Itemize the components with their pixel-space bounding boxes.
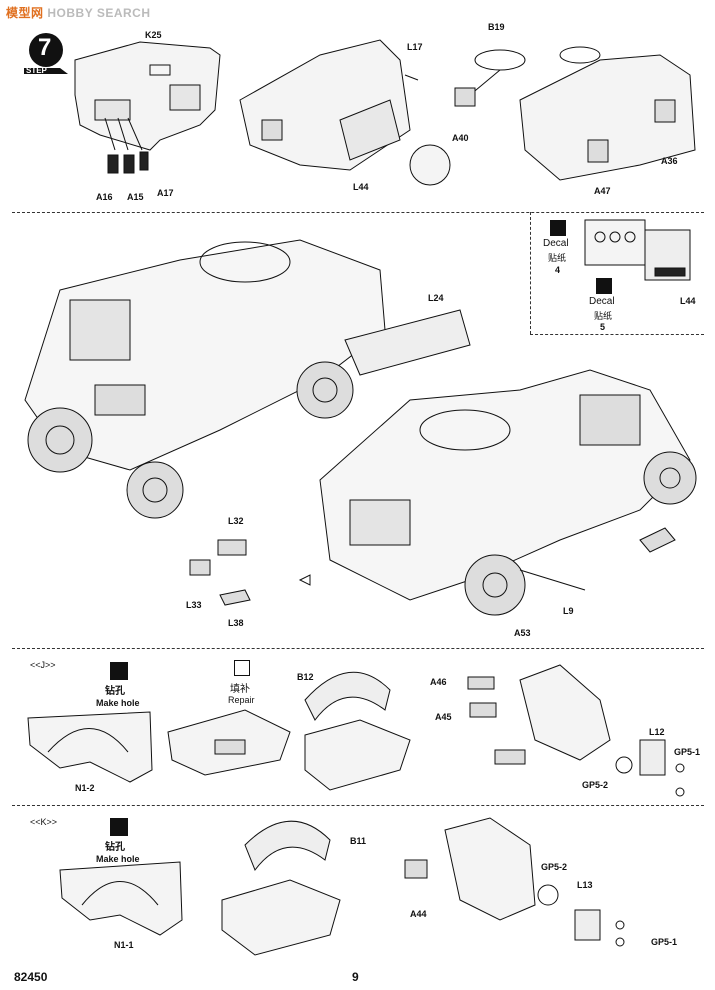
label-a53: A53	[514, 628, 531, 638]
detail-j	[27, 664, 685, 797]
label-l24: L24	[428, 293, 444, 303]
repair-en: Repair	[228, 695, 255, 705]
part-dashboard	[239, 39, 451, 186]
detail-box-left	[530, 212, 531, 334]
k-hole-en: Make hole	[96, 854, 140, 864]
label-a44: A44	[410, 909, 427, 919]
label-a15: A15	[127, 192, 144, 202]
detail-k	[59, 817, 625, 956]
divider-1	[12, 212, 704, 213]
part-dash-assembled	[519, 46, 696, 181]
label-b19: B19	[488, 22, 505, 32]
label-l9: L9	[563, 606, 574, 616]
watermark: 模型网 HOBBY SEARCH	[6, 6, 151, 20]
label-b12: B12	[297, 672, 314, 682]
label-l44-detail: L44	[680, 296, 696, 306]
label-n1-1: N1-1	[114, 940, 134, 950]
label-l12: L12	[649, 727, 665, 737]
drill-icon-k	[110, 818, 128, 836]
decal-4-cn: 贴纸	[548, 254, 567, 264]
label-gp5-1-k: GP5-1	[651, 937, 678, 947]
label-a36: A36	[661, 156, 678, 166]
decal-detail	[584, 219, 691, 281]
decal-5-num: 5	[600, 322, 606, 332]
label-a16: A16	[96, 192, 113, 202]
label-l13: L13	[577, 880, 593, 890]
part-k25	[74, 41, 221, 151]
label-a47: A47	[594, 186, 611, 196]
j-hole-en: Make hole	[96, 698, 140, 708]
divider-3	[12, 805, 704, 806]
label-gp5-2-k: GP5-2	[541, 862, 568, 872]
label-k25: K25	[145, 30, 162, 40]
detail-box-bottom	[530, 334, 704, 335]
decal-5-icon	[596, 278, 612, 294]
page-number: 9	[352, 970, 359, 984]
label-l33: L33	[186, 600, 202, 610]
label-n1-2: N1-2	[75, 783, 95, 793]
label-l38: L38	[228, 618, 244, 628]
step-word: STEP	[26, 66, 47, 75]
repair-cn: 填补	[230, 684, 250, 695]
label-b11: B11	[350, 836, 367, 846]
decal-4-num: 4	[555, 265, 561, 275]
subsection-k-tag: <<K>>	[30, 817, 58, 827]
decal-4-icon	[550, 220, 566, 236]
vehicle-left	[24, 239, 471, 519]
k-hole-cn: 钻孔	[105, 842, 125, 853]
label-a40: A40	[452, 133, 469, 143]
subsection-j-tag: <<J>>	[30, 660, 56, 670]
label-a45: A45	[435, 712, 452, 722]
drill-icon-j	[110, 662, 128, 680]
label-gp5-2-j: GP5-2	[582, 780, 609, 790]
decal-5-cn: 贴纸	[594, 312, 613, 322]
part-steering	[454, 49, 526, 107]
label-a17: A17	[157, 188, 174, 198]
label-l32: L32	[228, 516, 244, 526]
step-badge: 7 STEP	[20, 30, 72, 78]
label-l17: L17	[407, 42, 423, 52]
decal-4-word: Decal	[543, 238, 569, 249]
label-a46: A46	[430, 677, 447, 687]
j-hole-cn: 钻孔	[105, 686, 125, 697]
part-pedals	[107, 151, 149, 174]
step-icon	[24, 33, 68, 74]
product-code: 82450	[14, 970, 48, 984]
decal-5-word: Decal	[589, 296, 615, 307]
label-gp5-1-j: GP5-1	[674, 747, 701, 757]
step-number: 7	[38, 34, 52, 61]
label-l44-top: L44	[353, 182, 369, 192]
vehicle-right	[319, 369, 697, 616]
repair-icon	[234, 660, 250, 676]
part-l32-group	[189, 539, 311, 606]
divider-2	[12, 648, 704, 649]
